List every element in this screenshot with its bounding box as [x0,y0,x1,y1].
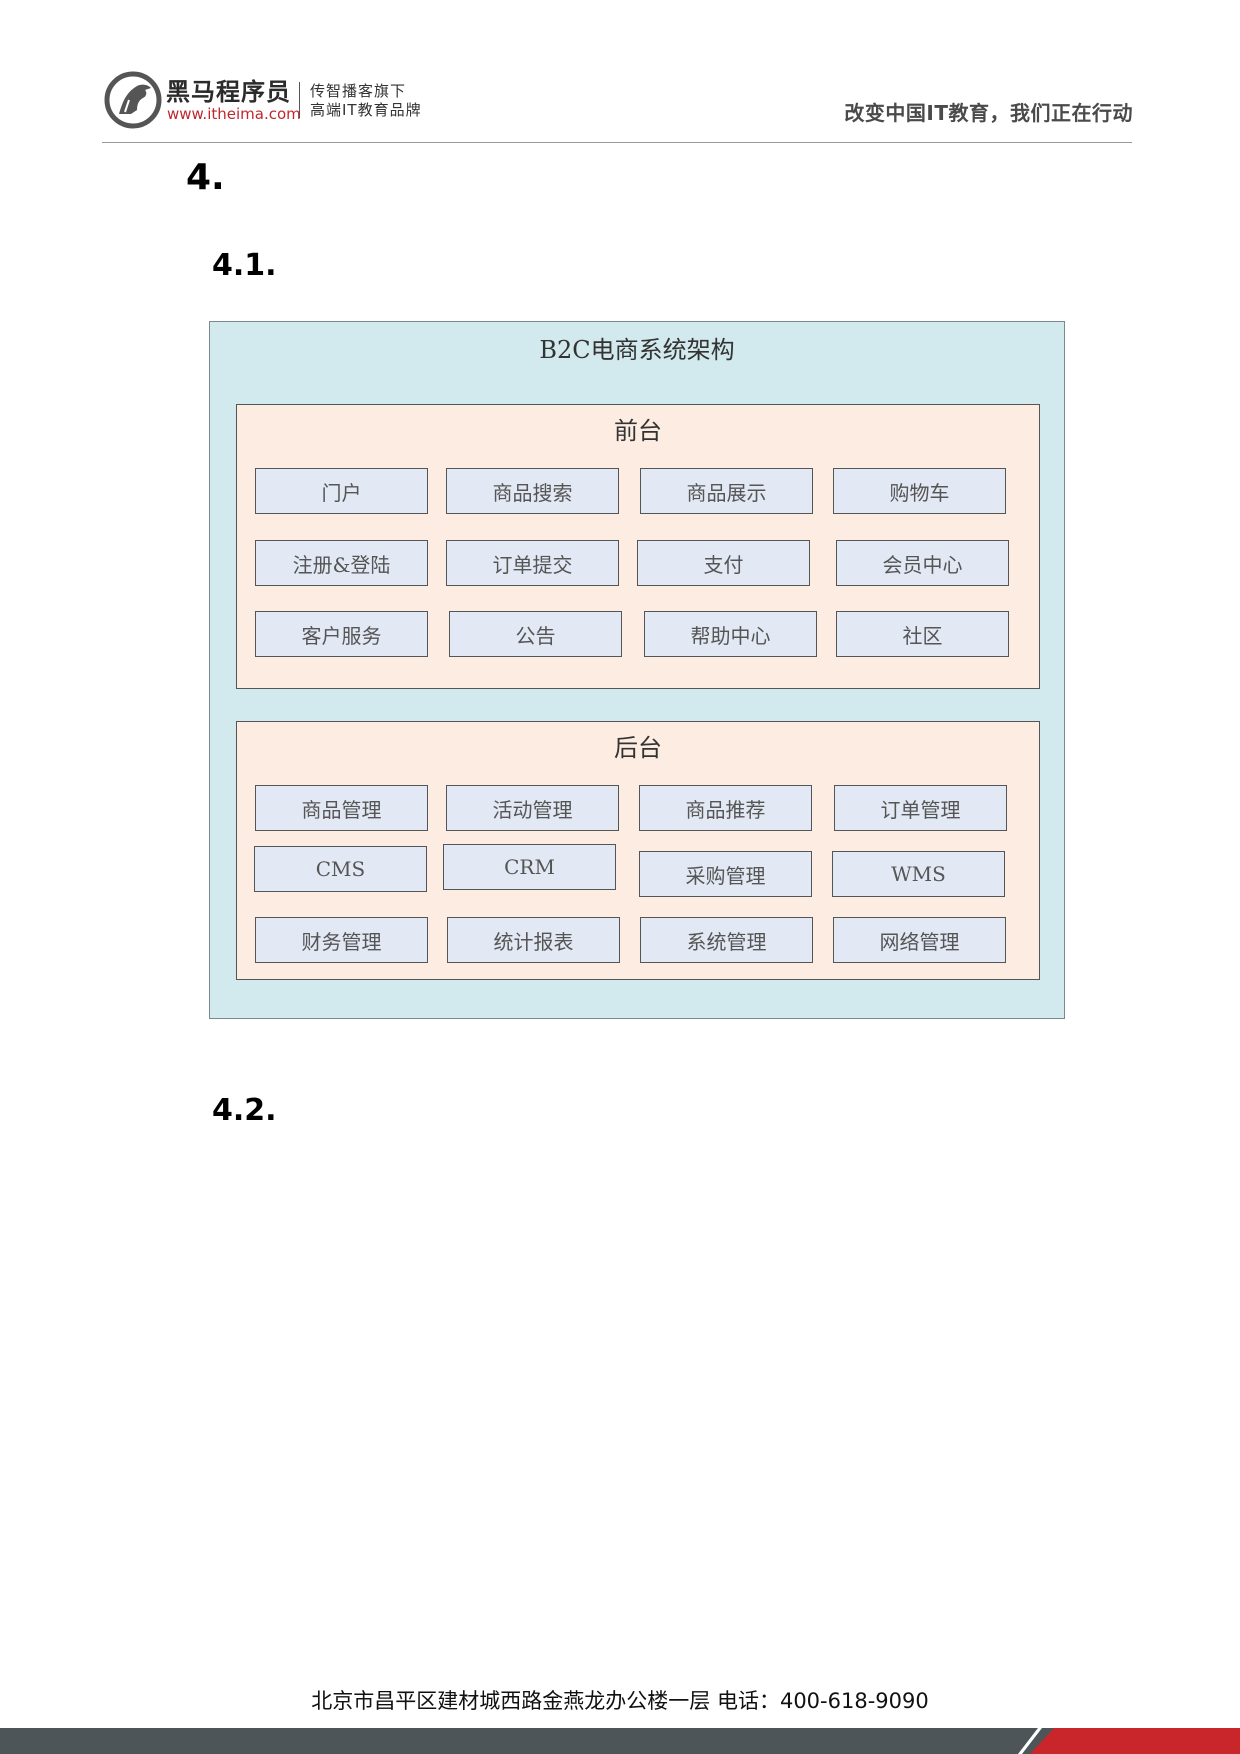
module-box: 社区 [836,611,1009,657]
section-heading-4-1: 4.1. [212,248,277,283]
module-box: 商品推荐 [639,785,812,831]
module-box: 网络管理 [833,917,1006,963]
horse-logo-icon [104,71,162,129]
diagram-title: B2C电商系统架构 [539,336,735,364]
module-box: 订单管理 [834,785,1007,831]
architecture-diagram: B2C电商系统架构 前台 门户 商品搜索 商品展示 购物车 注册&登陆 订单提交… [209,321,1065,1019]
frontend-panel-title: 前台 [614,417,662,445]
module-box: 商品搜索 [446,468,619,514]
header-slogan: 改变中国IT教育，我们正在行动 [844,101,1133,125]
brand-divider [299,82,300,118]
brand-tagline-1: 传智播客旗下 [310,82,407,100]
backend-panel: 后台 商品管理 活动管理 商品推荐 订单管理 CMS CRM 采购管理 WMS … [236,721,1040,980]
section-heading-4: 4. [186,157,225,198]
module-box: 注册&登陆 [255,540,428,586]
module-box: CMS [254,846,427,892]
header-divider [102,142,1132,143]
module-box: 统计报表 [447,917,620,963]
footer-bar [0,1728,1240,1754]
frontend-panel: 前台 门户 商品搜索 商品展示 购物车 注册&登陆 订单提交 支付 会员中心 客… [236,404,1040,689]
module-box: WMS [832,851,1005,897]
module-box: 客户服务 [255,611,428,657]
section-heading-4-2: 4.2. [212,1093,277,1128]
module-box: 商品管理 [255,785,428,831]
module-box: 支付 [637,540,810,586]
module-box: 帮助中心 [644,611,817,657]
module-box: 系统管理 [640,917,813,963]
brand-tagline-2: 高端IT教育品牌 [310,101,422,119]
module-box: 商品展示 [640,468,813,514]
backend-panel-title: 后台 [614,734,662,762]
module-box: 订单提交 [446,540,619,586]
module-box: 财务管理 [255,917,428,963]
module-box: CRM [443,844,616,890]
footer-address: 北京市昌平区建材城西路金燕龙办公楼一层 电话：400-618-9090 [311,1689,929,1713]
module-box: 会员中心 [836,540,1009,586]
module-box: 活动管理 [446,785,619,831]
module-box: 购物车 [833,468,1006,514]
module-box: 公告 [449,611,622,657]
module-box: 门户 [255,468,428,514]
page-header: 黑马程序员 www.itheima.com 传智播客旗下 高端IT教育品牌 改变… [0,0,1240,150]
module-box: 采购管理 [639,851,812,897]
brand-url: www.itheima.com [167,105,301,123]
footer-accent [1030,1728,1240,1754]
brand-name: 黑马程序员 [166,78,291,106]
